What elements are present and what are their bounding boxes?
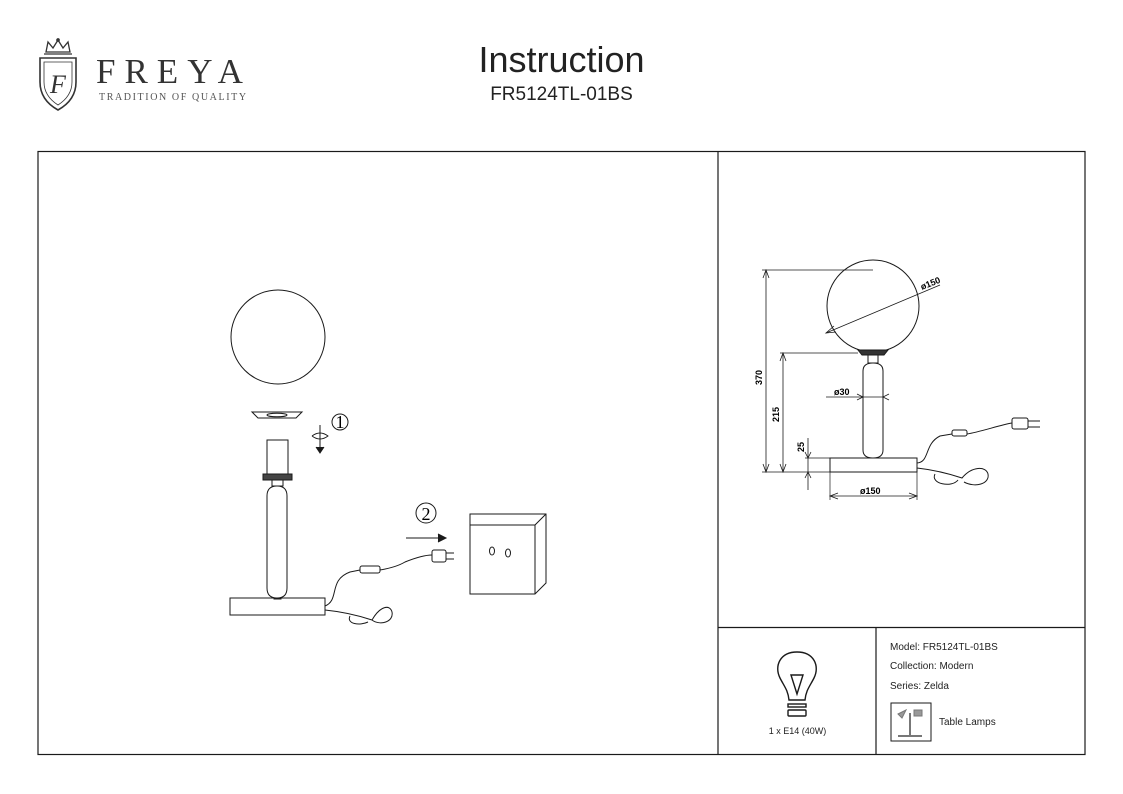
dim-stem-height: 215: [771, 407, 781, 422]
plug-body: [431, 549, 447, 563]
cord-switch: [359, 565, 381, 574]
wall-socket: [469, 513, 547, 595]
glass-shade: [230, 289, 326, 385]
brand-name: FREYA: [96, 52, 252, 91]
step-1-number: 1: [336, 412, 345, 432]
dim-base-diameter: ø150: [860, 486, 881, 496]
dim-base-height: 25: [796, 442, 806, 452]
bulb-icon: [777, 651, 817, 717]
dim-stem-diameter: ø30: [834, 387, 850, 397]
dim-stem: [862, 362, 884, 459]
plug-arrow-icon: [406, 533, 448, 543]
lamp-base: [229, 597, 326, 616]
frame-lines: [37, 150, 1086, 756]
step-2-number: 2: [422, 504, 431, 524]
step-2-badge: [415, 502, 437, 524]
document-title: Instruction: [478, 39, 645, 80]
document-model-code: FR5124TL-01BS: [490, 84, 633, 105]
spec-category: Table Lamps: [939, 717, 996, 728]
spec-collection: Collection: Modern: [890, 661, 974, 672]
dim-base: [829, 457, 918, 473]
bulb-spec: 1 x E14 (40W): [768, 726, 827, 736]
table-lamp-icon: [890, 702, 932, 742]
power-cord: [324, 554, 433, 607]
freya-logo: F: [39, 38, 77, 111]
brand-tagline: TRADITION OF QUALITY: [99, 92, 248, 103]
step-1-badge: [331, 413, 349, 431]
crown-icon: [44, 38, 72, 55]
spec-series: Series: Zelda: [890, 681, 949, 692]
dim-total-height: 370: [754, 370, 764, 385]
spec-model: Model: FR5124TL-01BS: [890, 642, 998, 653]
shield-icon: [39, 57, 77, 111]
assembly-illustration: 1 2: [229, 289, 547, 625]
crest-letter: F: [49, 70, 67, 99]
shade-ring: [250, 411, 304, 419]
lamp-stem: [266, 485, 288, 599]
dim-shade: [826, 259, 920, 353]
rotate-arrow-icon: [311, 425, 329, 454]
dimension-drawing: [762, 259, 1040, 500]
socket: [266, 439, 289, 475]
